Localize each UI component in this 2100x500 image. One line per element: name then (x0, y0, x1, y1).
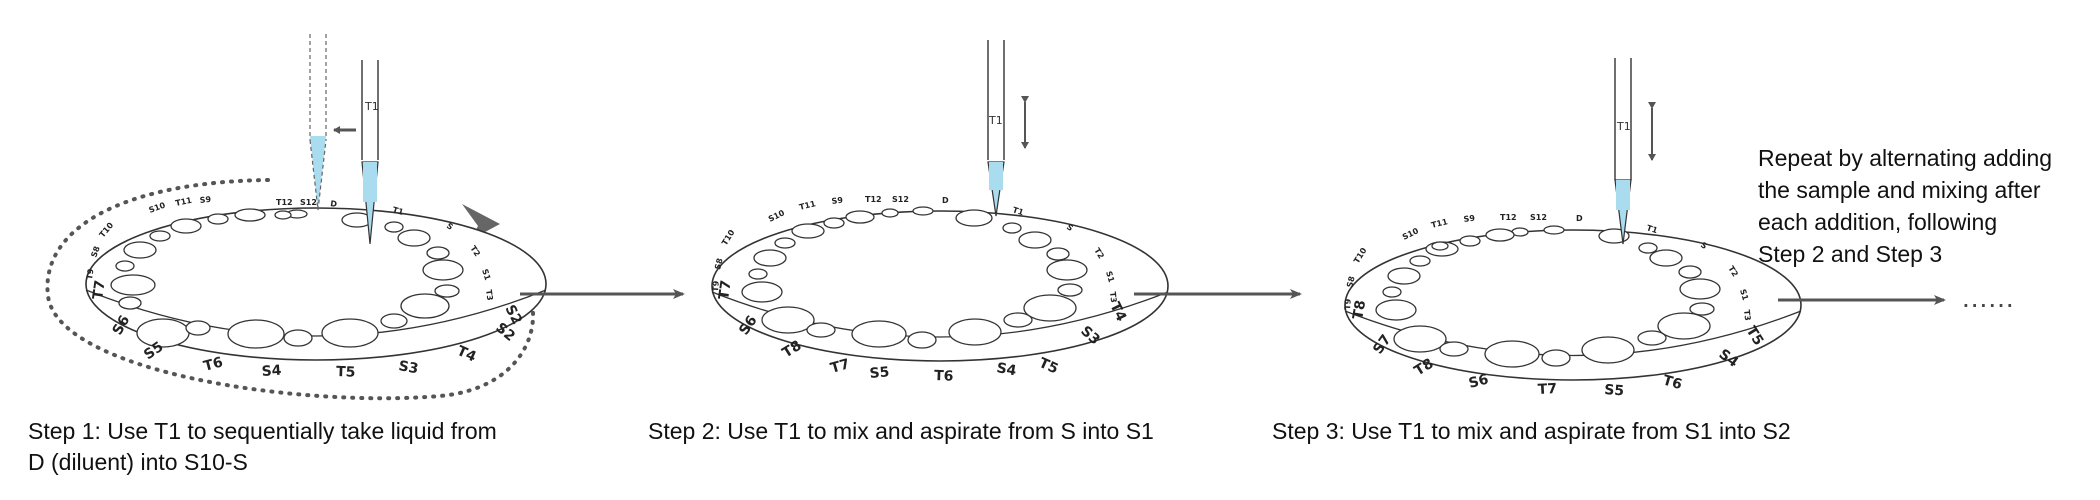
svg-text:S9: S9 (831, 195, 844, 206)
svg-text:T3: T3 (1108, 291, 1118, 303)
svg-text:S10: S10 (148, 200, 167, 214)
svg-text:T10: T10 (720, 228, 737, 247)
svg-text:S: S (1065, 222, 1075, 233)
svg-text:S10: S10 (1401, 226, 1421, 242)
svg-text:S1: S1 (1104, 270, 1116, 284)
caption-line: D (diluent) into S10-S (28, 449, 248, 475)
svg-text:S: S (1699, 240, 1709, 251)
svg-text:S12: S12 (892, 195, 909, 204)
plate-wells (1375, 225, 1721, 368)
rim-label: T6 (934, 368, 954, 385)
svg-text:S1: S1 (1738, 288, 1750, 302)
pipette-tip: T1 (1614, 58, 1632, 245)
plate-rim-labels: T7 S6 S5 T6 S4 T5 S3 T4 S2 S2 (90, 279, 525, 380)
plate-1: S10 T11 S9 T12 S12 D T1 S T2 S1 T3 T10 S… (45, 34, 547, 401)
note-line: the sample and mixing after (1758, 177, 2041, 203)
rim-label: T7 (90, 279, 109, 300)
svg-text:T8: T8 (1350, 299, 1369, 321)
svg-text:D: D (942, 196, 949, 205)
svg-text:T7: T7 (716, 279, 735, 300)
svg-text:T9: T9 (85, 268, 96, 281)
tip-label: T1 (1616, 120, 1631, 133)
svg-text:S9: S9 (199, 195, 212, 205)
plate-2: S10 T11 S9 T12 S12 D T1 S T2 S1 T3 T10 S… (711, 40, 1169, 385)
rim-label: S4 (261, 363, 282, 380)
rim-label: S5 (869, 364, 890, 382)
svg-text:T1: T1 (391, 205, 404, 217)
rim-label: T6 (202, 354, 225, 374)
svg-text:T1: T1 (1645, 223, 1659, 235)
svg-text:S9: S9 (1463, 213, 1476, 224)
svg-text:S8: S8 (713, 257, 725, 271)
svg-text:S8: S8 (89, 245, 101, 259)
rim-label: T5 (1036, 355, 1060, 377)
svg-text:S12: S12 (1530, 213, 1547, 222)
svg-text:T1: T1 (1011, 205, 1025, 217)
svg-text:D: D (330, 199, 338, 209)
step-1-caption: Step 1: Use T1 to sequentially take liqu… (28, 416, 497, 478)
caption-line: Step 2: Use T1 to mix and aspirate from … (648, 418, 1154, 444)
tip-label: T1 (988, 114, 1003, 127)
rotation-arrow-head (462, 204, 500, 240)
svg-text:T9: T9 (1343, 298, 1353, 310)
svg-text:D: D (1576, 214, 1583, 223)
repeat-note: Repeat by alternating adding the sample … (1758, 142, 2052, 270)
step-2-caption: Step 2: Use T1 to mix and aspirate from … (648, 416, 1154, 447)
svg-text:T12: T12 (1500, 213, 1517, 222)
note-line: Repeat by alternating adding (1758, 145, 2053, 171)
svg-text:T12: T12 (865, 195, 882, 204)
rim-label: T7 (829, 356, 852, 377)
svg-text:T11: T11 (798, 199, 817, 212)
rim-label: T5 (336, 364, 356, 381)
svg-text:T3: T3 (1742, 309, 1752, 321)
svg-text:T11: T11 (175, 196, 194, 208)
plate-rim (85, 289, 547, 337)
rim-label: S4 (995, 360, 1018, 379)
svg-text:S: S (445, 221, 455, 232)
continuation-dots: ...... (1962, 282, 2015, 313)
plate-rim-labels: T7 S6 T8 T7 S5 T6 S4 T5 S3 T4 (716, 279, 1129, 384)
svg-text:T4: T4 (1106, 300, 1129, 325)
svg-text:T3: T3 (484, 289, 494, 301)
plate-wells (741, 206, 1088, 349)
pipette-tip: T1 (987, 40, 1005, 217)
svg-text:T12: T12 (276, 198, 293, 207)
svg-text:S10: S10 (767, 208, 787, 224)
note-line: each addition, following (1758, 209, 1998, 235)
svg-text:T10: T10 (98, 220, 116, 239)
svg-text:T10: T10 (1352, 246, 1369, 265)
rotation-path (45, 178, 536, 401)
svg-text:S8: S8 (1345, 275, 1357, 289)
svg-text:S1: S1 (480, 268, 492, 282)
svg-text:T11: T11 (1430, 217, 1449, 230)
svg-text:T9: T9 (711, 280, 721, 292)
rim-label: T6 (1661, 372, 1684, 393)
caption-line: Step 1: Use T1 to sequentially take liqu… (28, 418, 497, 444)
svg-text:S12: S12 (300, 198, 317, 207)
step-3-caption: Step 3: Use T1 to mix and aspirate from … (1272, 416, 1791, 447)
rim-label: T4 (454, 343, 478, 366)
tip-label: T1 (364, 100, 379, 113)
rim-label: T7 (1537, 381, 1557, 398)
rim-label: S3 (397, 358, 419, 377)
rim-label: S5 (1604, 382, 1625, 399)
rim-label: S6 (1467, 372, 1490, 392)
plate-3: S10 T11 S9 T12 S12 D T1 S T2 S1 T3 T10 S… (1343, 58, 1802, 399)
pipette-tip: T1 (361, 60, 379, 245)
note-line: Step 2 and Step 3 (1758, 241, 1943, 267)
plate-wells (110, 208, 464, 349)
ghost-tip (309, 34, 327, 211)
caption-line: Step 3: Use T1 to mix and aspirate from … (1272, 418, 1791, 444)
